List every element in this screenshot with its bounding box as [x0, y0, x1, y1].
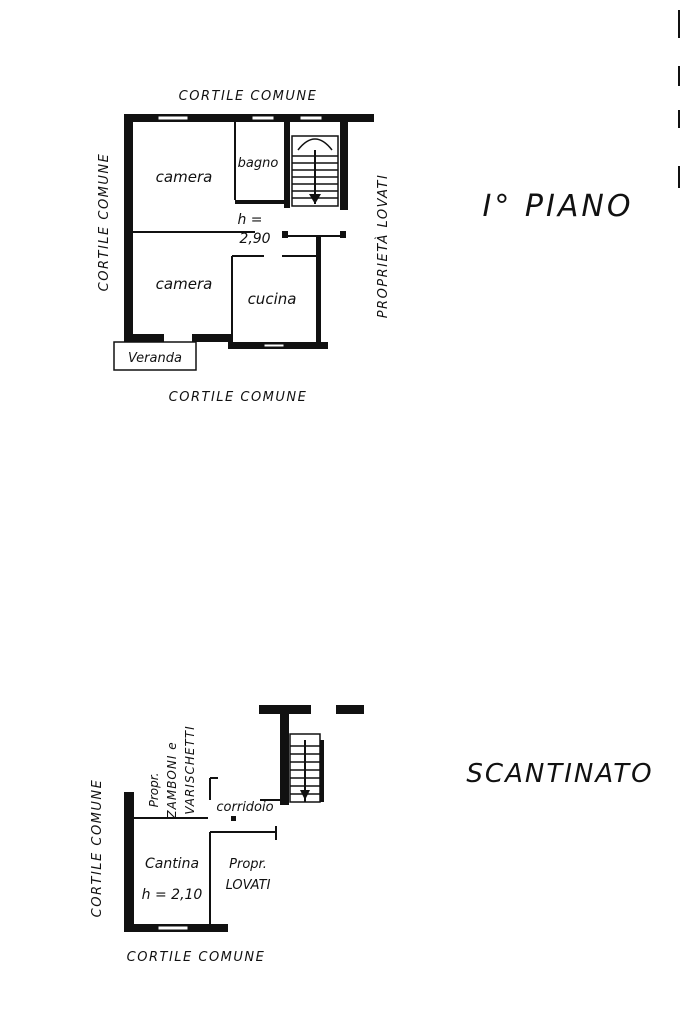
room-bagno: bagno	[238, 156, 279, 171]
column	[282, 231, 288, 238]
basement-plan: CORTILE COMUNE CORTILE COMUNE Propr. ZAM…	[90, 705, 653, 965]
wall-right-lower	[316, 236, 321, 346]
staircase-icon	[289, 733, 321, 803]
label-neighbor-zamboni-line3: VARISCHETTI	[183, 725, 197, 814]
wall-left	[124, 114, 133, 340]
room-corridoio: corridoio	[216, 800, 273, 815]
veranda-box	[113, 341, 197, 371]
label-neighbor-lovati-line2: LOVATI	[226, 878, 271, 893]
label-neighbor-zamboni-line2: ZAMBONI e	[165, 741, 179, 819]
column	[231, 816, 236, 821]
scan-edge-marks	[678, 10, 680, 188]
label-left-courtyard: CORTILE COMUNE	[97, 153, 112, 292]
wall-stair-right	[320, 740, 324, 802]
window	[263, 343, 285, 348]
wall-top	[336, 705, 364, 714]
room-camera-2: camera	[156, 275, 213, 293]
wall-top	[124, 114, 374, 122]
room-veranda: Veranda	[128, 351, 182, 366]
wall-bottom-left	[124, 334, 164, 342]
label-neighbor-lovati: PROPRIETÀ LOVATI	[375, 174, 391, 319]
room-camera-1: camera	[156, 168, 213, 186]
wall-stair	[284, 122, 290, 208]
column	[340, 231, 346, 238]
staircase-icon	[291, 135, 339, 207]
floor-title: SCANTINATO	[466, 759, 653, 789]
label-neighbor-lovati-line1: Propr.	[229, 857, 267, 872]
floor-title: I° PIANO	[483, 189, 634, 224]
room-cantina: Cantina	[145, 856, 199, 872]
wall-right-upper	[340, 114, 348, 210]
wall-left	[124, 792, 134, 932]
label-bottom-courtyard: CORTILE COMUNE	[127, 950, 266, 965]
wall-bath-bottom	[235, 200, 284, 204]
ceiling-height-line1: h =	[237, 212, 262, 228]
window	[251, 115, 275, 121]
label-neighbor-zamboni-line1: Propr.	[147, 773, 161, 808]
window	[157, 115, 189, 121]
wall-stair-left	[280, 705, 289, 805]
label-bottom-courtyard: CORTILE COMUNE	[169, 390, 308, 405]
ceiling-height-line2: 2,90	[239, 231, 270, 247]
label-top-courtyard: CORTILE COMUNE	[179, 89, 318, 104]
ceiling-height: h = 2,10	[142, 887, 203, 903]
label-left-courtyard: CORTILE COMUNE	[90, 779, 105, 918]
room-cucina: cucina	[248, 290, 297, 308]
first-floor-plan: CORTILE COMUNE CORTILE COMUNE CORTILE CO…	[97, 89, 634, 405]
window	[299, 115, 323, 121]
wall-bottom-mid	[192, 334, 232, 342]
window	[157, 925, 189, 931]
